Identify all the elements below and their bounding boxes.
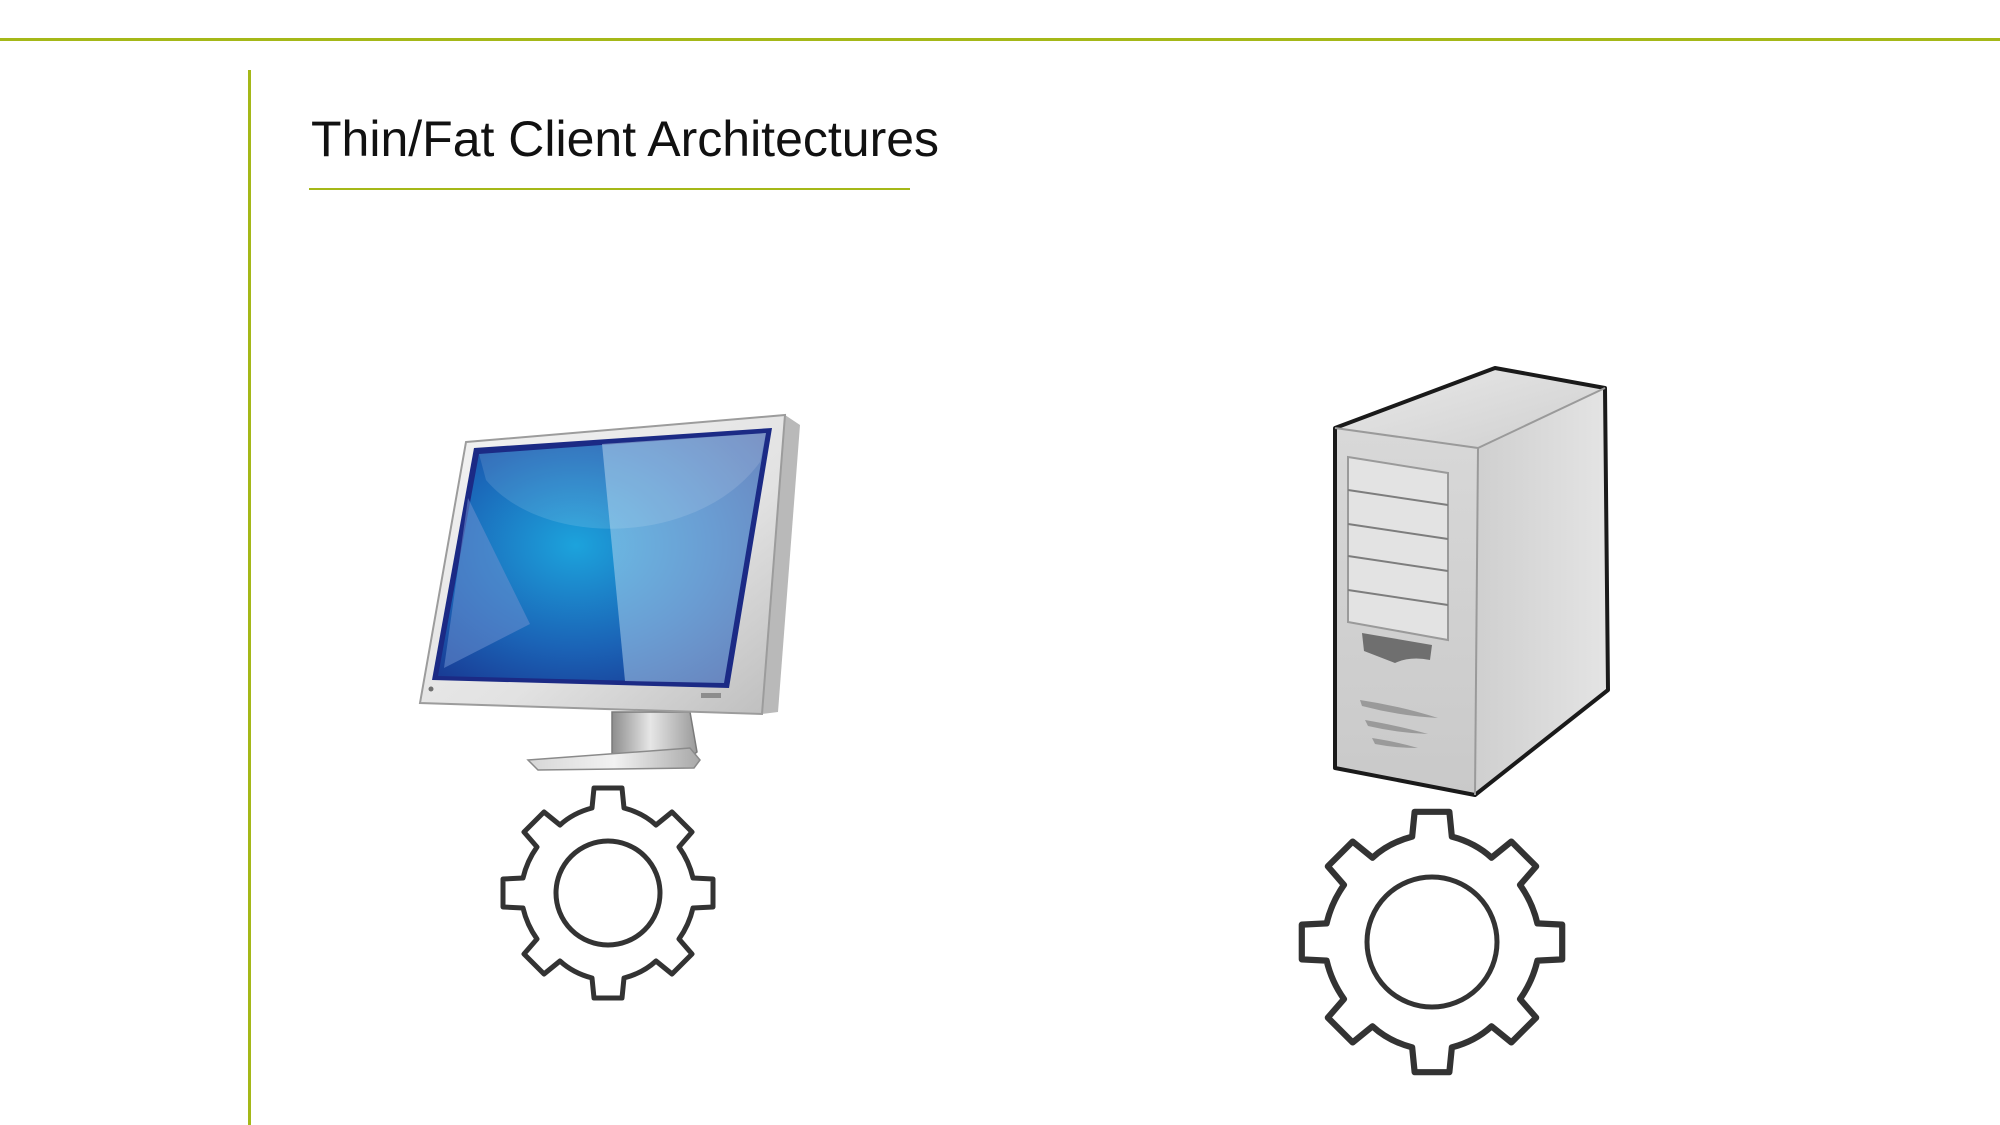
left-accent-rule <box>248 70 251 1125</box>
slide-title: Thin/Fat Client Architectures <box>311 111 940 167</box>
top-accent-rule <box>0 38 2000 41</box>
monitor-icon <box>418 413 800 771</box>
gear-icon <box>500 785 716 1001</box>
gear-icon <box>1298 808 1566 1076</box>
title-underline <box>309 188 910 190</box>
server-tower-icon <box>1333 366 1610 797</box>
